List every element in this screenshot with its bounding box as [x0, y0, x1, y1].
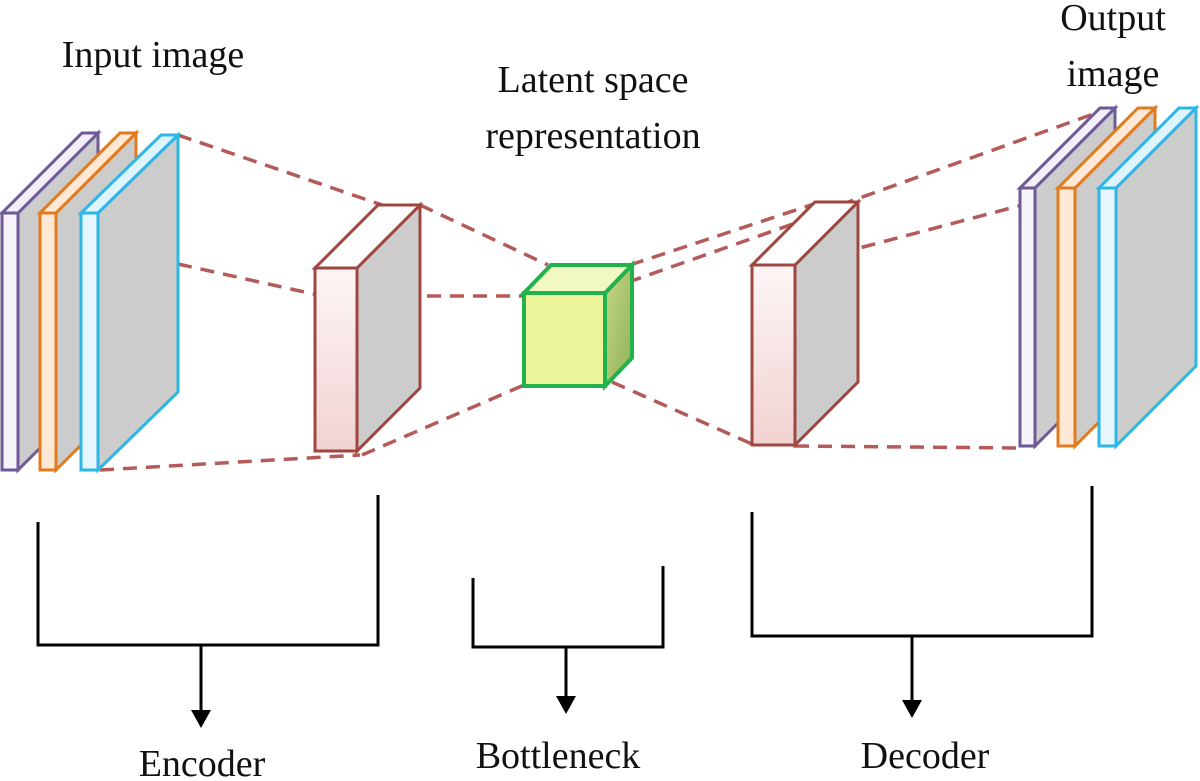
- input-image-label: Input image: [62, 34, 245, 76]
- encoder-layer: [311, 201, 424, 455]
- output-image-label-line1: Output: [1060, 0, 1166, 39]
- input-channel-cyan: [77, 131, 182, 474]
- latent-space-label-line2: representation: [485, 115, 700, 157]
- bottleneck-arrow-icon: [556, 696, 576, 714]
- decoder-bracket: [750, 486, 1094, 718]
- output-image-stack: [1016, 104, 1200, 450]
- output-image-label-line2: image: [1067, 53, 1160, 95]
- latent-space-label-line1: Latent space: [498, 59, 689, 101]
- latent-cube: [519, 260, 637, 391]
- decoder-arrow-icon: [902, 700, 922, 718]
- input-image-stack: [0, 129, 182, 474]
- decoder-label: Decoder: [861, 735, 990, 777]
- decoder-connectors: [794, 106, 1111, 450]
- decoder-layer: [748, 198, 862, 449]
- encoder-arrow-icon: [191, 710, 211, 728]
- encoder-connectors: [99, 133, 383, 472]
- encoder-bracket: [36, 495, 380, 728]
- encoder-label: Encoder: [139, 743, 266, 781]
- output-channel-cyan: [1095, 104, 1200, 450]
- bottleneck-bracket: [471, 566, 665, 714]
- bottleneck-label: Bottleneck: [476, 735, 641, 777]
